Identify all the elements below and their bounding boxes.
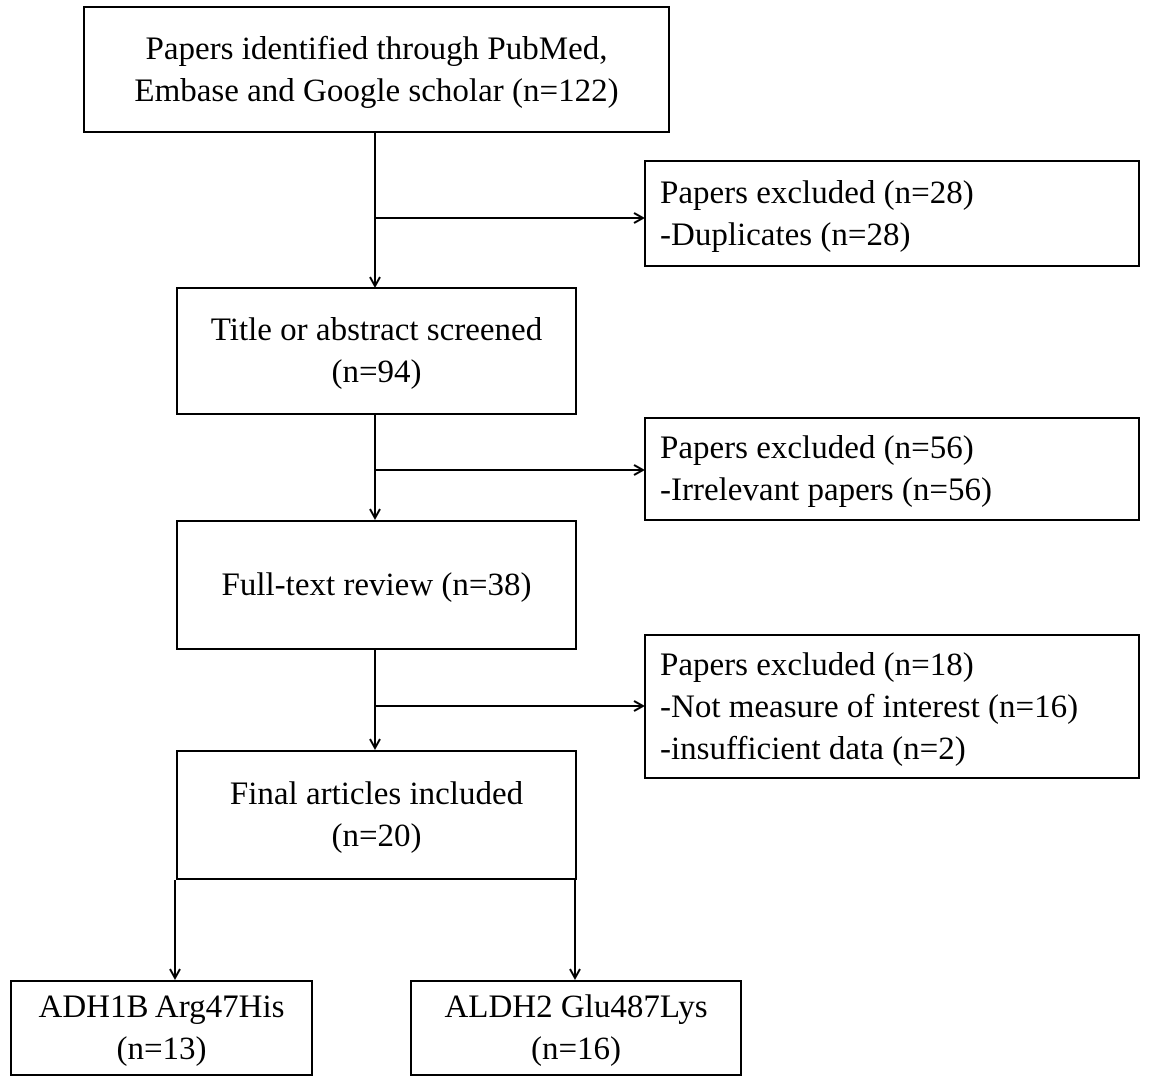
box-adh1b-line-1: ADH1B Arg47His (38, 989, 285, 1025)
box-excluded-measure: Papers excluded (n=18) -Not measure of i… (644, 634, 1140, 779)
box-excluded-measure-line-2: -Not measure of interest (n=16) (660, 688, 1079, 725)
box-fulltext: Full-text review (n=38) (176, 520, 577, 650)
box-excluded-irrelevant-line-2: -Irrelevant papers (n=56) (660, 472, 992, 508)
box-final-line-1: Final articles included (229, 776, 524, 812)
box-screened-line-2: (n=94) (331, 354, 422, 390)
box-final-line-2: (n=20) (331, 818, 422, 854)
box-adh1b-line-2: (n=13) (116, 1031, 207, 1067)
box-screened-line-1: Title or abstract screened (210, 312, 543, 348)
box-excluded-duplicates-line-1: Papers excluded (n=28) (660, 174, 974, 211)
box-screened: Title or abstract screened (n=94) (176, 287, 577, 415)
box-excluded-duplicates-line-2: -Duplicates (n=28) (660, 216, 911, 253)
box-identified: Papers identified through PubMed, Embase… (83, 6, 670, 133)
box-final: Final articles included (n=20) (176, 750, 577, 880)
box-identified-line-2: Embase and Google scholar (n=122) (134, 72, 619, 109)
box-aldh2: ALDH2 Glu487Lys (n=16) (410, 980, 742, 1076)
box-excluded-measure-line-3: -insufficient data (n=2) (660, 730, 966, 767)
box-identified-line-1: Papers identified through PubMed, (145, 30, 608, 67)
box-excluded-irrelevant-line-1: Papers excluded (n=56) (660, 430, 974, 466)
box-fulltext-line-1: Full-text review (n=38) (221, 567, 532, 603)
box-excluded-measure-line-1: Papers excluded (n=18) (660, 646, 974, 683)
box-excluded-irrelevant: Papers excluded (n=56) -Irrelevant paper… (644, 417, 1140, 521)
box-aldh2-line-1: ALDH2 Glu487Lys (444, 989, 708, 1025)
box-excluded-duplicates: Papers excluded (n=28) -Duplicates (n=28… (644, 160, 1140, 267)
box-adh1b: ADH1B Arg47His (n=13) (10, 980, 313, 1076)
box-aldh2-line-2: (n=16) (530, 1031, 622, 1067)
